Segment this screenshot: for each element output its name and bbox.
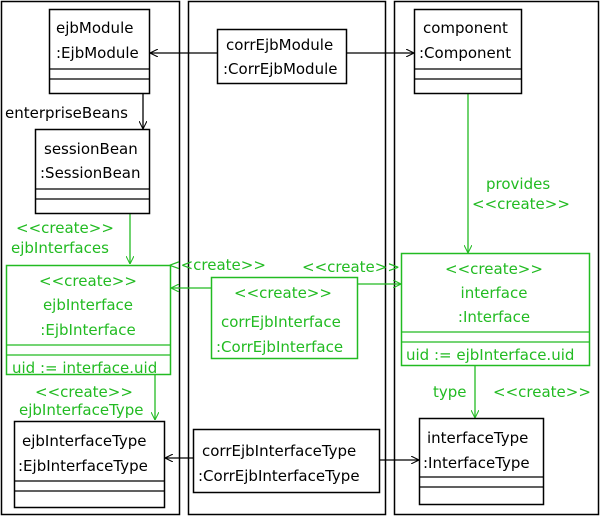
ejbInterfaceType-role-label: ejbInterfaceType: [19, 401, 144, 419]
corrEjbInterfaceType-type: :CorrEjbInterfaceType: [198, 467, 360, 485]
ejbInterface-attribute: uid := interface.uid: [12, 359, 157, 377]
ejbInterfaces-role-label: ejbInterfaces: [11, 239, 109, 257]
link-labels: enterpriseBeans <<create>> ejbInterfaces…: [5, 104, 591, 419]
ejbModule-name: ejbModule: [56, 19, 133, 37]
corrEjbModule-object: corrEjbModule :CorrEjbModule: [216, 28, 348, 85]
ejbInterface-type: :EjbInterface: [40, 321, 135, 339]
component-name: component: [423, 19, 508, 37]
ejbInterface-object: <<create>> ejbInterface :EjbInterface ui…: [5, 264, 172, 377]
type-stereotype-label: <<create>>: [493, 383, 591, 401]
corrEjbInterface-stereotype: <<create>>: [234, 284, 332, 302]
corrEjbModule-name: corrEjbModule: [226, 36, 333, 54]
sessionBean-object: sessionBean :SessionBean: [34, 128, 151, 215]
ejbInterfaceType-object: ejbInterfaceType :EjbInterfaceType: [13, 420, 166, 509]
sessionBean-name: sessionBean: [44, 140, 138, 158]
interface-stereotype: <<create>>: [445, 260, 543, 278]
component-object: component :Component: [413, 8, 523, 95]
type-role-label: type: [433, 383, 467, 401]
corr-to-ejbInterface-stereotype-label: <<create>>: [168, 256, 266, 274]
correspondence-lane: [187, 0, 387, 516]
ejbInterfaceType-stereotype-label: <<create>>: [35, 383, 133, 401]
corrEjbInterface-type: :CorrEjbInterface: [216, 338, 343, 356]
right-domain-lane: [393, 0, 600, 516]
interface-type: :Interface: [458, 308, 530, 326]
links: [130, 53, 475, 460]
interface-attribute: uid := ejbInterface.uid: [406, 346, 574, 364]
corrEjbInterfaceType-object: corrEjbInterfaceType :CorrEjbInterfaceTy…: [192, 428, 381, 494]
corrEjbInterface-object: <<create>> corrEjbInterface :CorrEjbInte…: [210, 276, 359, 360]
component-type: :Component: [419, 44, 511, 62]
ejbInterfaceType-name: ejbInterfaceType: [22, 432, 147, 450]
interface-object: <<create>> interface :Interface uid := e…: [400, 252, 591, 367]
interfaceType-type: :InterfaceType: [423, 454, 530, 472]
interface-name: interface: [461, 284, 528, 302]
ejbInterfaces-stereotype-label: <<create>>: [16, 219, 114, 237]
corrEjbInterfaceType-name: corrEjbInterfaceType: [202, 442, 356, 460]
enterpriseBeans-label: enterpriseBeans: [5, 104, 128, 122]
provides-stereotype-label: <<create>>: [472, 195, 570, 213]
sessionBean-type: :SessionBean: [40, 164, 141, 182]
interfaceType-object: interfaceType :InterfaceType: [418, 417, 545, 506]
ejbInterface-stereotype: <<create>>: [39, 272, 137, 290]
ejbInterface-name: ejbInterface: [43, 296, 133, 314]
left-domain-lane: [0, 0, 181, 516]
corrEjbInterface-name: corrEjbInterface: [221, 313, 341, 331]
interfaceType-name: interfaceType: [427, 429, 528, 447]
provides-role-label: provides: [486, 175, 550, 193]
ejbInterfaceType-type: :EjbInterfaceType: [18, 457, 148, 475]
ejbModule-type: :EjbModule: [56, 44, 139, 62]
corrEjbModule-type: :CorrEjbModule: [223, 60, 338, 78]
corr-to-interface-stereotype-label: <<create>>: [302, 258, 400, 276]
ejbModule-object: ejbModule :EjbModule: [48, 8, 151, 95]
